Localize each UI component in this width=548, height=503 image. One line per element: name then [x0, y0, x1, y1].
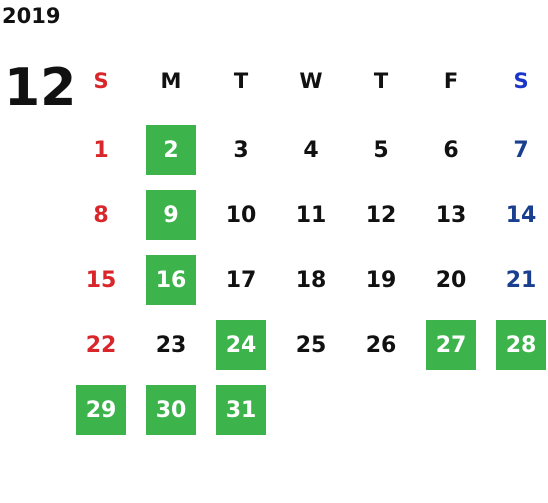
day-cell-28[interactable]: 28 — [496, 320, 546, 370]
day-cell-7[interactable]: 7 — [513, 137, 529, 163]
weekday-header-monday: M — [160, 69, 182, 93]
day-cell-6[interactable]: 6 — [443, 137, 459, 163]
weekday-header-saturday: S — [513, 69, 529, 93]
day-cell-15[interactable]: 15 — [85, 267, 117, 293]
day-cell-18[interactable]: 18 — [295, 267, 327, 293]
day-cell-5[interactable]: 5 — [373, 137, 389, 163]
weekday-header-wednesday: W — [299, 69, 323, 93]
day-cell-16[interactable]: 16 — [146, 255, 196, 305]
day-cell-22[interactable]: 22 — [85, 332, 117, 358]
weekday-header-tuesday: T — [233, 69, 249, 93]
day-cell-24[interactable]: 24 — [216, 320, 266, 370]
day-cell-8[interactable]: 8 — [93, 202, 109, 228]
day-cell-3[interactable]: 3 — [233, 137, 249, 163]
weekday-header-friday: F — [443, 69, 459, 93]
day-cell-1[interactable]: 1 — [93, 137, 109, 163]
day-cell-14[interactable]: 14 — [505, 202, 537, 228]
day-cell-19[interactable]: 19 — [365, 267, 397, 293]
day-cell-31[interactable]: 31 — [216, 385, 266, 435]
day-cell-11[interactable]: 11 — [295, 202, 327, 228]
day-cell-20[interactable]: 20 — [435, 267, 467, 293]
day-cell-30[interactable]: 30 — [146, 385, 196, 435]
year-label: 2019 — [2, 4, 61, 28]
day-cell-17[interactable]: 17 — [225, 267, 257, 293]
day-cell-2[interactable]: 2 — [146, 125, 196, 175]
day-cell-12[interactable]: 12 — [365, 202, 397, 228]
day-cell-9[interactable]: 9 — [146, 190, 196, 240]
weekday-header-thursday: T — [373, 69, 389, 93]
day-cell-13[interactable]: 13 — [435, 202, 467, 228]
weekday-header-sunday: S — [93, 69, 109, 93]
day-cell-10[interactable]: 10 — [225, 202, 257, 228]
day-cell-4[interactable]: 4 — [303, 137, 319, 163]
day-cell-27[interactable]: 27 — [426, 320, 476, 370]
day-cell-23[interactable]: 23 — [155, 332, 187, 358]
day-cell-26[interactable]: 26 — [365, 332, 397, 358]
month-number: 12 — [4, 58, 77, 118]
day-cell-25[interactable]: 25 — [295, 332, 327, 358]
day-cell-29[interactable]: 29 — [76, 385, 126, 435]
day-cell-21[interactable]: 21 — [505, 267, 537, 293]
